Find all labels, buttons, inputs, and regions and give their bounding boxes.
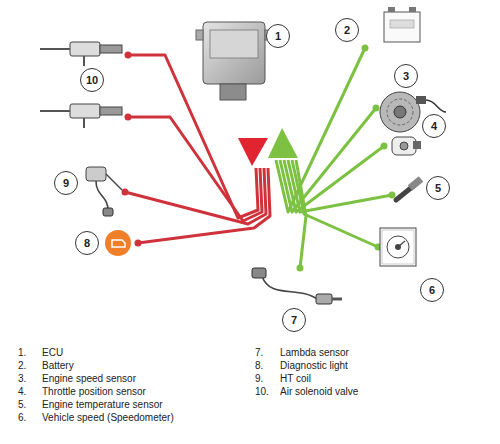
diagnostic-light-icon	[105, 230, 131, 256]
ht-coil-icon	[86, 167, 122, 216]
list-number: 4.	[18, 386, 26, 398]
callout-number: 7	[291, 315, 297, 326]
list-number: 2.	[18, 360, 26, 372]
part-name: Battery	[42, 360, 74, 372]
callout-circle: 10	[80, 68, 104, 92]
part-name: Diagnostic light	[280, 360, 348, 372]
output-arrow	[238, 138, 268, 166]
engine-speed-sensor-icon	[380, 92, 446, 132]
list-number: 10.	[255, 386, 269, 398]
list-number: 9.	[255, 373, 263, 385]
list-number: 8.	[255, 360, 263, 372]
part-name: Air solenoid valve	[280, 386, 358, 398]
callout-circle: 8	[75, 231, 99, 255]
callout-circle: 5	[426, 176, 450, 200]
callout-circle: 2	[335, 18, 359, 42]
throttle-sensor-icon	[392, 137, 421, 155]
list-number: 1.	[18, 347, 26, 359]
callout-number: 4	[431, 121, 437, 132]
part-name: ECU	[42, 347, 63, 359]
list-number: 6.	[18, 412, 26, 424]
callout-number: 10	[86, 75, 98, 86]
callout-circle: 7	[282, 308, 306, 332]
part-name: Vehicle speed (Speedometer)	[42, 412, 174, 424]
callout-number: 9	[63, 178, 69, 189]
list-number: 5.	[18, 399, 26, 411]
wire-ends	[122, 52, 142, 247]
callout-number: 5	[435, 183, 441, 194]
temperature-sensor-icon	[396, 179, 421, 200]
ecu-unit	[196, 22, 272, 100]
list-number: 7.	[255, 347, 263, 359]
callout-circle: 1	[266, 24, 290, 48]
callout-number: 2	[344, 25, 350, 36]
callout-number: 1	[275, 31, 281, 42]
air-solenoid-valve-icon	[40, 42, 122, 128]
part-name: Engine temperature sensor	[42, 399, 163, 411]
speedometer-icon	[380, 228, 416, 266]
callout-circle: 9	[54, 171, 78, 195]
part-name: Engine speed sensor	[42, 373, 136, 385]
battery-icon	[384, 7, 420, 42]
callout-circle: 4	[422, 114, 446, 138]
callout-number: 6	[429, 285, 435, 296]
output-wires	[125, 55, 270, 243]
input-arrow	[268, 128, 298, 158]
callout-circle: 3	[394, 64, 418, 88]
part-name: Lambda sensor	[280, 347, 349, 359]
part-name: HT coil	[280, 373, 311, 385]
lambda-sensor-icon	[252, 268, 342, 304]
part-name: Throttle position sensor	[42, 386, 146, 398]
callout-number: 3	[403, 71, 409, 82]
callout-number: 8	[84, 238, 90, 249]
input-wires	[276, 48, 392, 268]
callout-circle: 6	[420, 278, 444, 302]
list-number: 3.	[18, 373, 26, 385]
